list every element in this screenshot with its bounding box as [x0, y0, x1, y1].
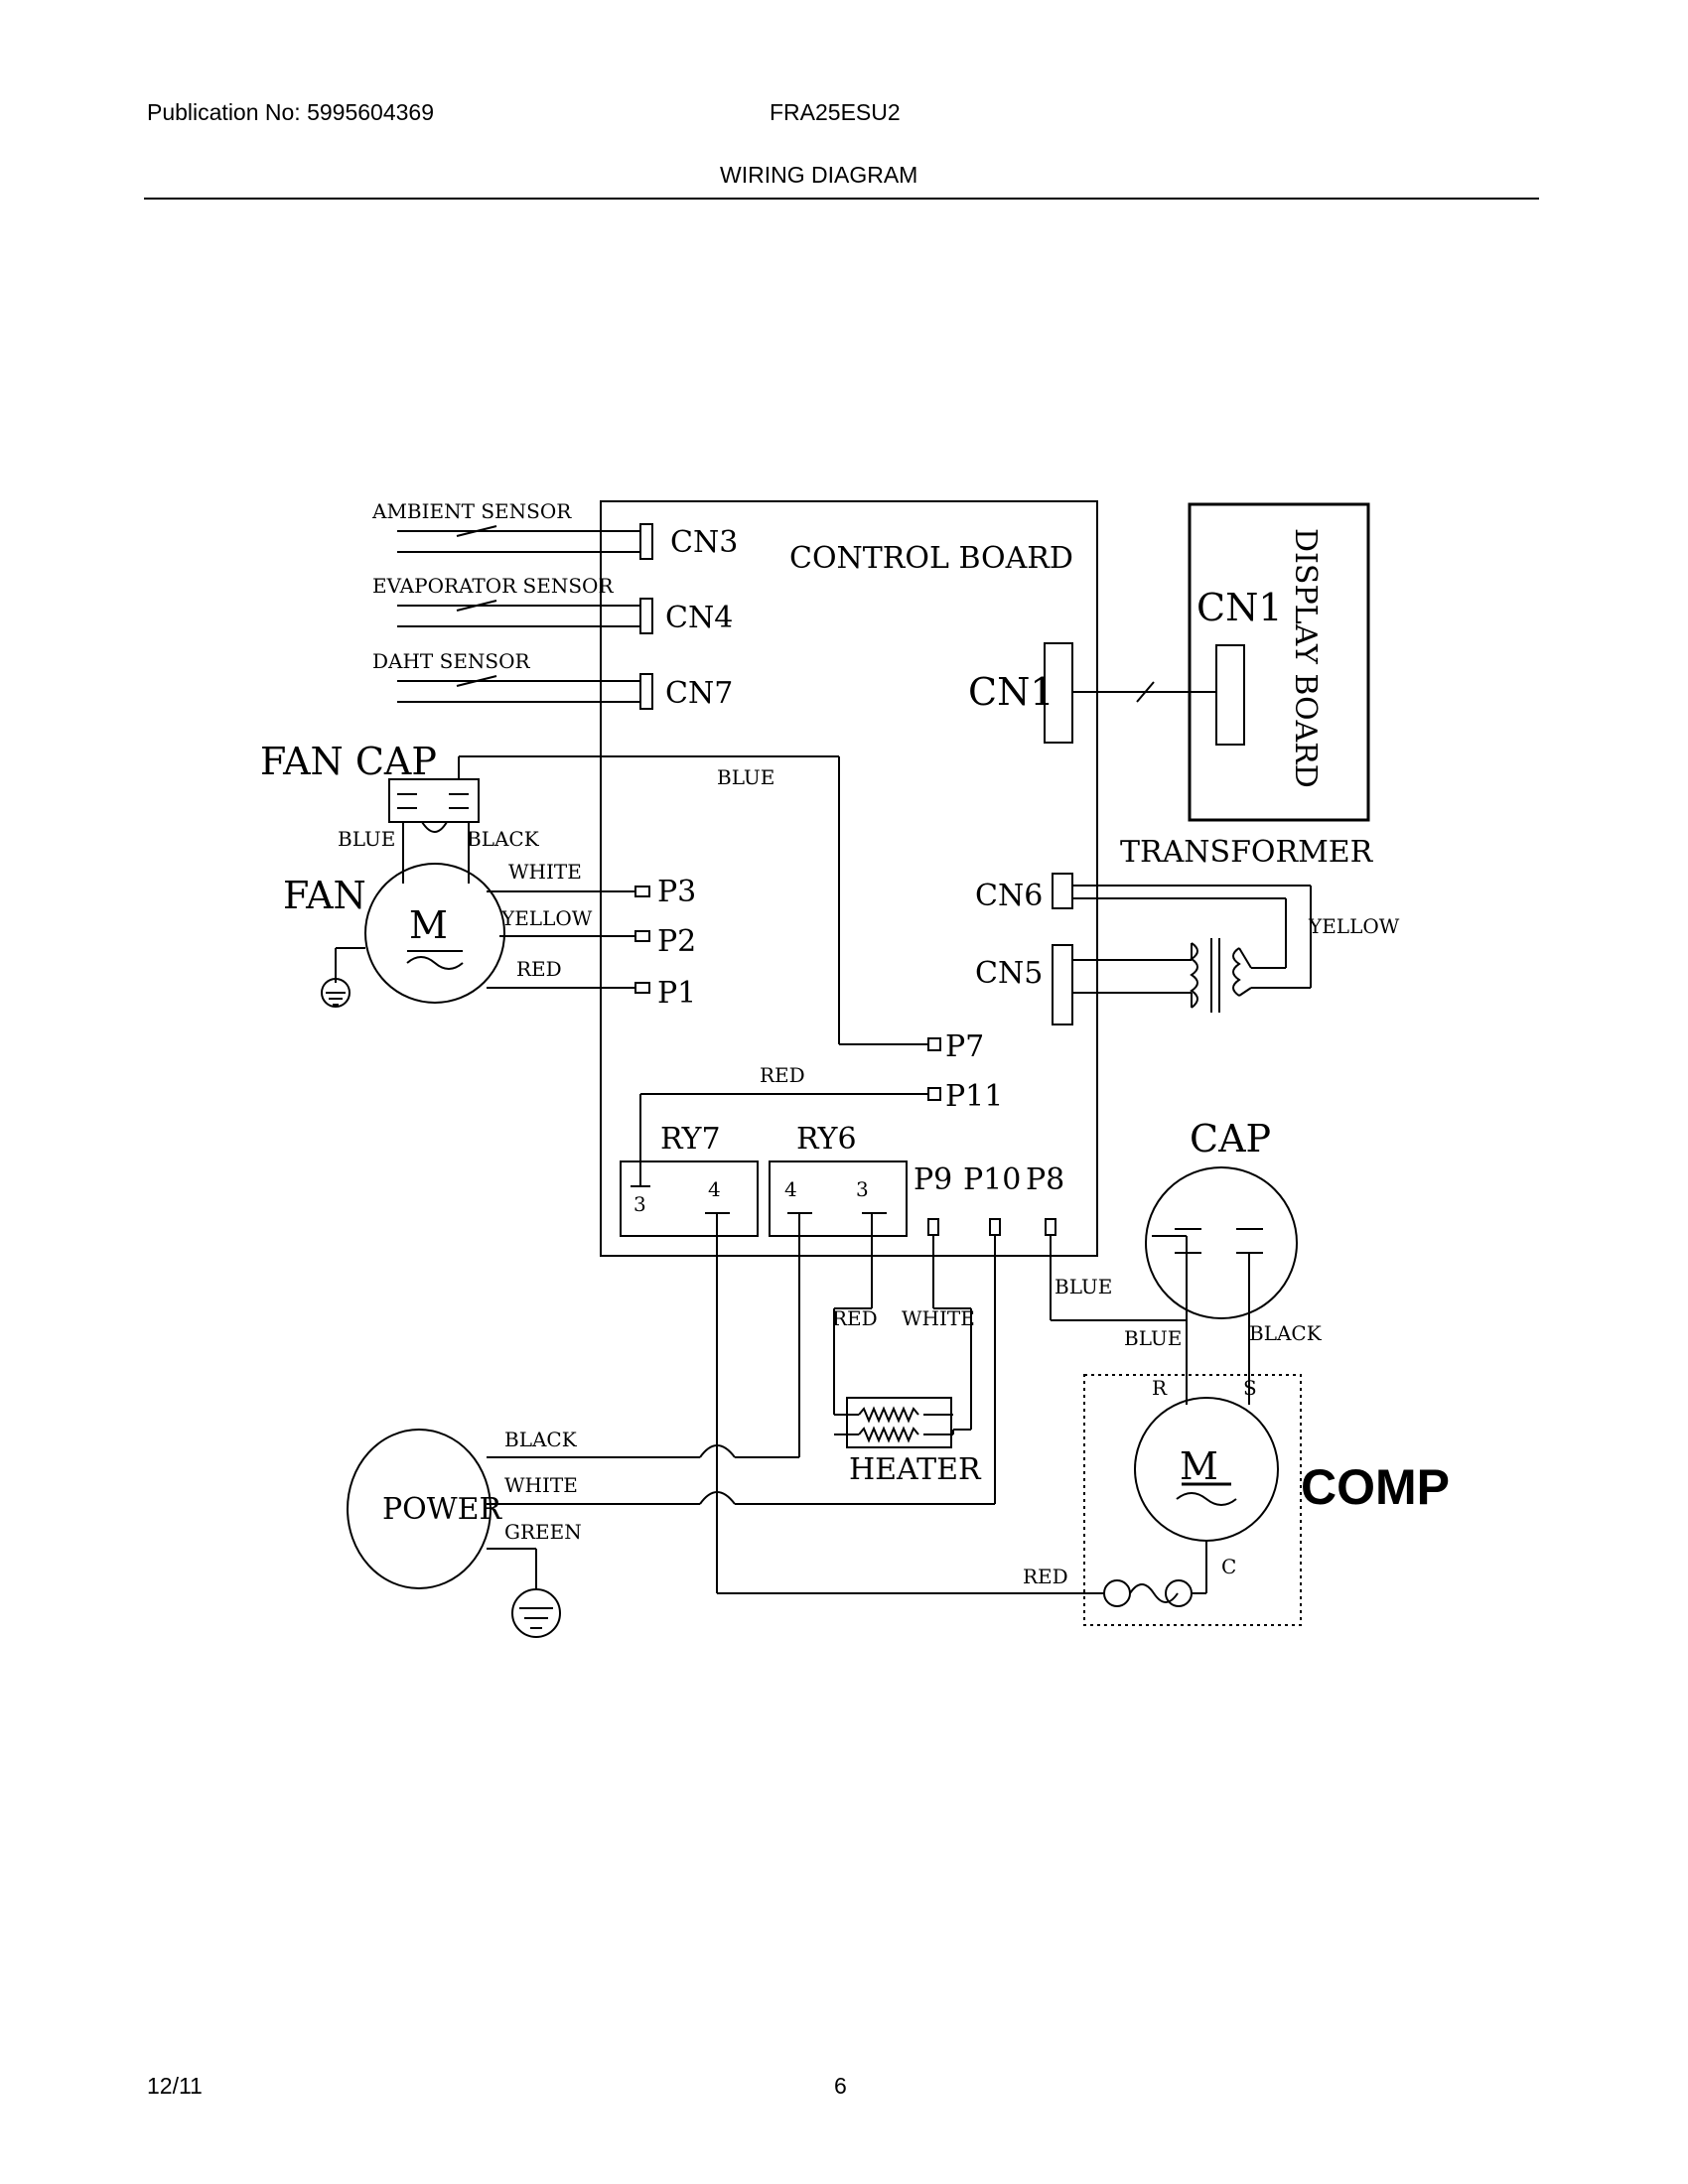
fan-cap-box	[388, 778, 480, 823]
ambient-sensor-label: AMBIENT SENSOR	[371, 499, 572, 523]
heater-label: HEATER	[849, 1452, 982, 1487]
display-cn1-label: CN1	[1196, 586, 1283, 629]
header-rule	[144, 198, 1539, 200]
footer-date: 12/11	[147, 2073, 203, 2099]
fan-yellow-wire-label: YELLOW	[500, 906, 593, 930]
cn7-label: CN7	[665, 676, 733, 711]
fan-motor-label: M	[409, 903, 448, 947]
board-blue-wire-label: BLUE	[717, 765, 774, 789]
page-title: WIRING DIAGRAM	[720, 162, 918, 188]
display-cn1-connector	[1215, 644, 1245, 746]
p11-label: P11	[945, 1079, 1003, 1114]
p3-label: P3	[657, 875, 696, 909]
p2-label: P2	[657, 924, 696, 959]
fan-red-wire-label: RED	[516, 957, 562, 981]
cn4-label: CN4	[665, 601, 733, 635]
heater	[834, 1397, 954, 1448]
cn5-connector	[1052, 944, 1073, 1025]
publication-number: Publication No: 5995604369	[147, 99, 435, 125]
evaporator-sensor-label: EVAPORATOR SENSOR	[372, 574, 614, 598]
comp-s-terminal: S	[1243, 1376, 1257, 1400]
fan-cap-label: FAN CAP	[260, 740, 437, 783]
power-white-wire-label: WHITE	[504, 1473, 578, 1497]
fan-black-wire-label: BLACK	[467, 827, 540, 851]
p10-label: P10	[963, 1162, 1021, 1197]
run-capacitor	[1145, 1166, 1298, 1319]
daht-sensor	[397, 673, 653, 710]
fan-ground-icon	[321, 978, 351, 1008]
fan-motor	[364, 863, 505, 1004]
comp-label: COMP	[1301, 1459, 1450, 1515]
power-source	[347, 1429, 492, 1589]
model-number: FRA25ESU2	[770, 99, 901, 125]
ry7-label: RY7	[660, 1122, 721, 1157]
heater-white-wire-label: WHITE	[902, 1306, 975, 1330]
cn5-label: CN5	[975, 956, 1043, 991]
p1-label: P1	[657, 976, 696, 1011]
ry7-relay-box	[620, 1160, 759, 1237]
cap-blue-wire-label: BLUE	[1124, 1326, 1182, 1350]
fan-blue-wire-label: BLUE	[338, 827, 395, 851]
cn3-label: CN3	[670, 525, 738, 560]
ry7-pin-3: 3	[633, 1192, 646, 1216]
p8-blue-wire-label: BLUE	[1055, 1275, 1112, 1298]
cn6-label: CN6	[975, 879, 1043, 913]
comp-c-terminal: C	[1221, 1555, 1236, 1578]
display-board-box	[1188, 502, 1370, 822]
comp-red-wire-label: RED	[1023, 1565, 1068, 1588]
power-black-wire-label: BLACK	[504, 1428, 578, 1451]
display-board-label: DISPLAY BOARD	[1288, 528, 1323, 788]
page-number: 6	[834, 2073, 847, 2099]
power-label: POWER	[382, 1492, 503, 1527]
fan-label: FAN	[283, 874, 366, 917]
control-board-label: CONTROL BOARD	[789, 541, 1073, 576]
transformer	[1190, 938, 1252, 1013]
p8-label: P8	[1026, 1162, 1064, 1197]
ry6-pin-4: 4	[784, 1177, 797, 1201]
transformer-label: TRANSFORMER	[1120, 835, 1374, 870]
cn6-connector	[1052, 873, 1073, 909]
cap-black-wire-label: BLACK	[1249, 1321, 1323, 1345]
comp-r-terminal: R	[1152, 1376, 1168, 1400]
daht-sensor-label: DAHT SENSOR	[372, 649, 531, 673]
overload-protector-icon	[1103, 1579, 1193, 1607]
power-ground-icon	[511, 1588, 561, 1638]
comp-motor-label: M	[1180, 1444, 1218, 1488]
ry6-label: RY6	[796, 1122, 857, 1157]
control-board-box	[600, 500, 1098, 1257]
ry6-relay-box	[769, 1160, 908, 1237]
fan-white-wire-label: WHITE	[508, 860, 582, 884]
evaporator-sensor	[397, 598, 653, 634]
cn1-label: CN1	[968, 670, 1055, 714]
cap-label: CAP	[1190, 1117, 1271, 1160]
compressor-box	[1083, 1374, 1302, 1626]
heater-red-wire-label: RED	[832, 1306, 878, 1330]
p7-label: P7	[945, 1029, 984, 1064]
ry6-pin-3: 3	[856, 1177, 869, 1201]
p11-red-wire-label: RED	[760, 1063, 805, 1087]
ry7-pin-4: 4	[708, 1177, 721, 1201]
transformer-yellow-label: YELLOW	[1308, 914, 1400, 938]
ambient-sensor	[397, 523, 653, 560]
p9-label: P9	[914, 1162, 952, 1197]
power-green-wire-label: GREEN	[504, 1520, 582, 1544]
